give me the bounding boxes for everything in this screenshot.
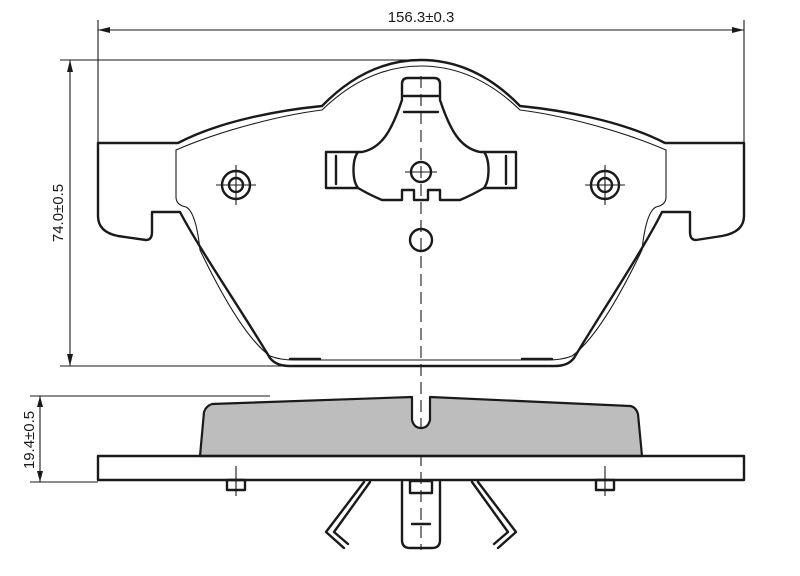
friction-material-block [198, 395, 644, 458]
mounting-hole-left [216, 165, 256, 205]
spring-clip-side-view [324, 479, 518, 550]
rivet-left [225, 466, 247, 496]
height-dimension-label: 74.0±0.5 [50, 184, 67, 242]
friction-material-side-view [198, 395, 644, 458]
backing-plate-front-view [96, 58, 746, 368]
rivet-right [594, 466, 616, 496]
clip-outline [324, 76, 518, 202]
height-dimension: 74.0±0.5 [50, 59, 420, 367]
thickness-dimension-label: 19.4±0.5 [21, 411, 38, 469]
width-dimension-label: 156.3±0.3 [388, 9, 455, 26]
friction-pad-outline [175, 65, 667, 361]
mounting-hole-right [585, 165, 625, 205]
backing-plate-outline [96, 58, 746, 368]
thickness-dimension: 19.4±0.5 [21, 395, 270, 483]
width-dimension: 156.3±0.3 [97, 9, 745, 142]
